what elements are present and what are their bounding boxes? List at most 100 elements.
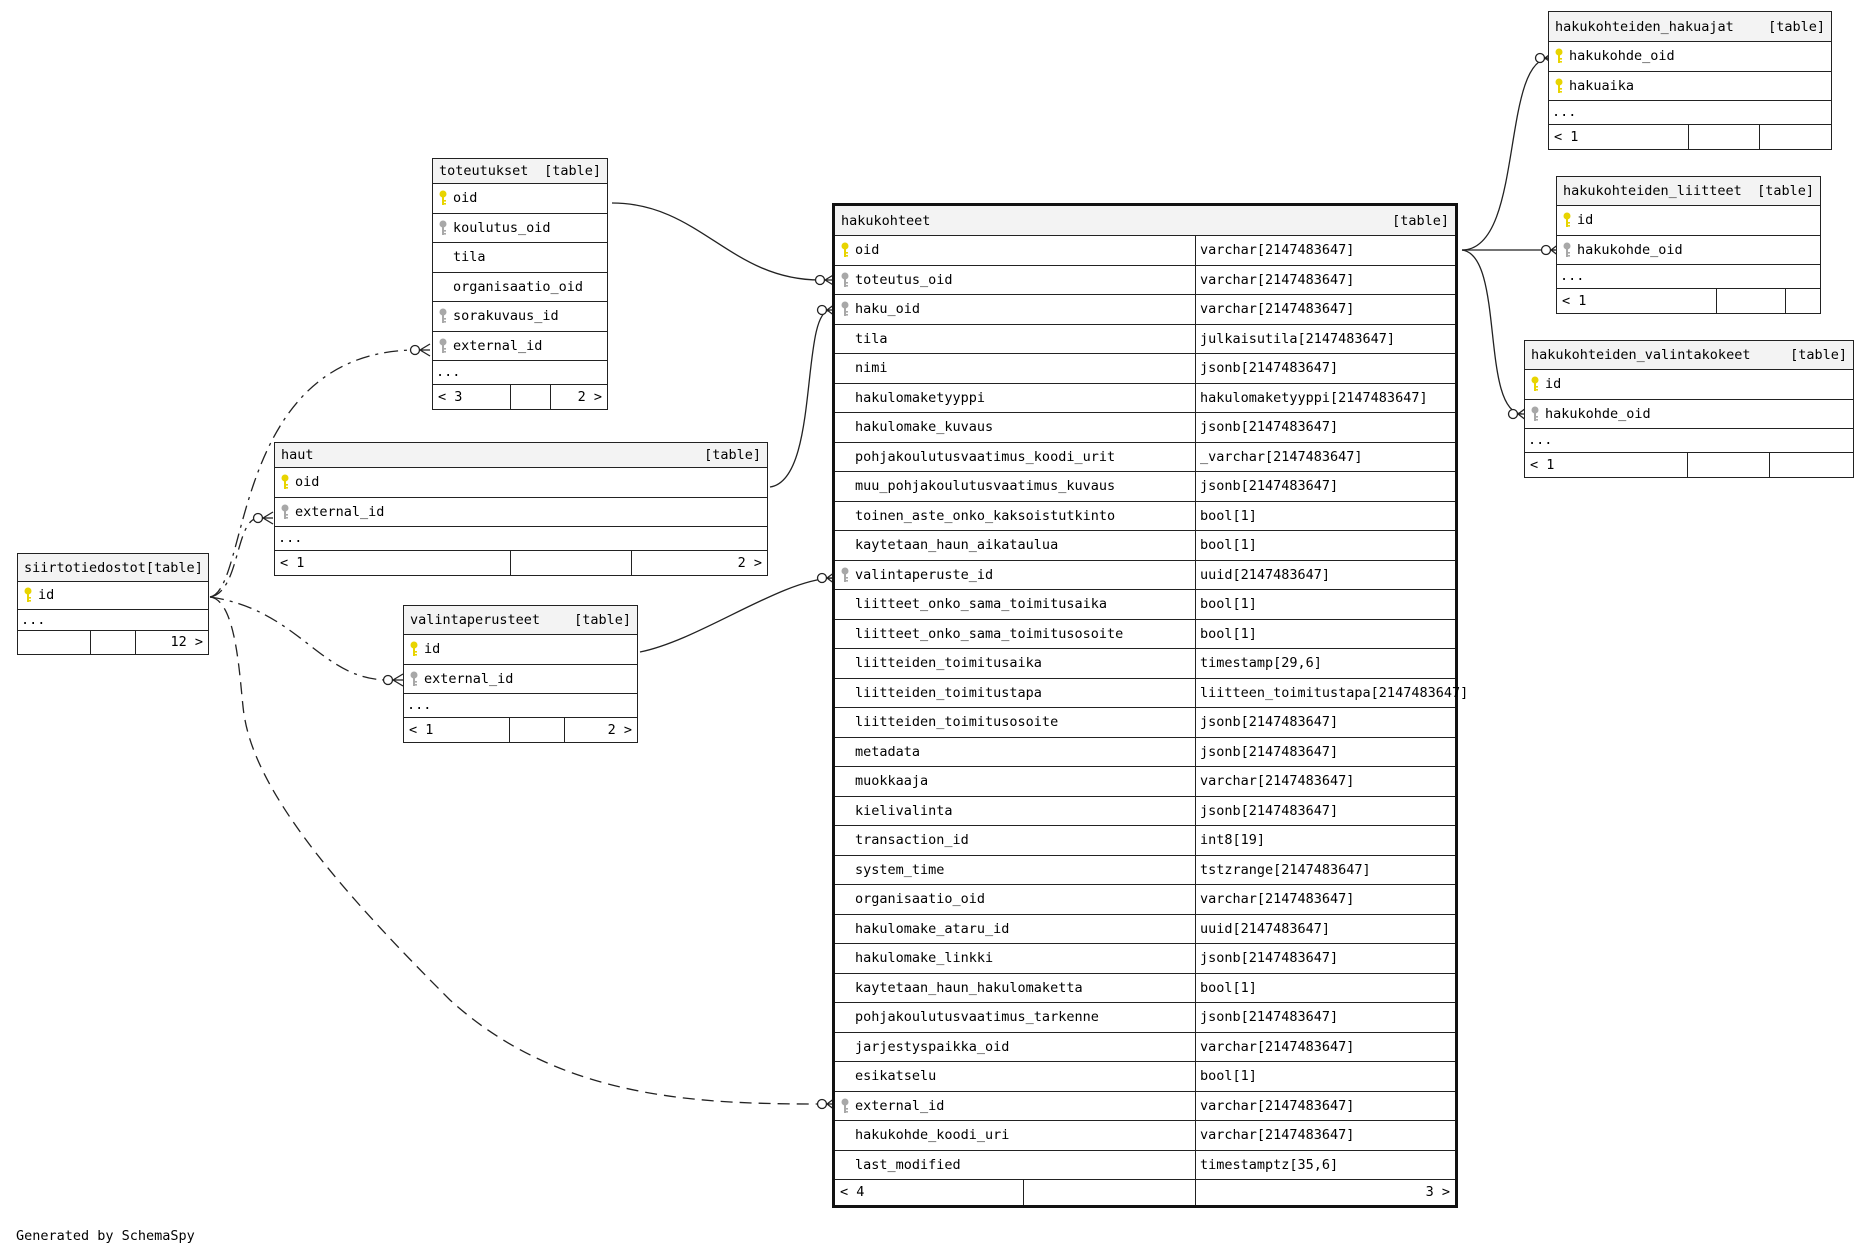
more-columns-row[interactable]: ... (404, 694, 637, 718)
row-count[interactable] (510, 550, 631, 575)
children-count[interactable]: 2 > (630, 550, 767, 575)
column-row[interactable]: hakuaika (1549, 72, 1831, 101)
column-row[interactable]: organisaatio_oid (433, 273, 607, 302)
children-count[interactable]: 3 > (1194, 1180, 1455, 1205)
primary-key-icon (835, 242, 855, 258)
children-count[interactable] (1785, 288, 1820, 313)
column-row[interactable]: sorakuvaus_id (433, 302, 607, 332)
column-name: tila (453, 249, 486, 266)
more-columns-row[interactable]: ... (433, 361, 607, 385)
children-count[interactable] (1769, 452, 1853, 477)
more-columns-row[interactable]: ... (1549, 101, 1831, 125)
row-count[interactable] (510, 384, 550, 409)
column-row[interactable]: tila (433, 243, 607, 273)
more-columns-row[interactable]: ... (18, 610, 208, 631)
table-type-tag: [table] (1392, 212, 1449, 229)
column-row[interactable]: id (1525, 370, 1853, 400)
column-row[interactable]: external_id (275, 498, 767, 527)
more-columns-row[interactable]: ... (1557, 265, 1820, 289)
table-name: valintaperusteet (410, 612, 541, 628)
row-count[interactable] (1023, 1180, 1194, 1205)
column-row[interactable]: oid (433, 184, 607, 214)
children-count[interactable]: 2 > (563, 717, 637, 742)
row-count[interactable] (1715, 288, 1786, 313)
parents-count[interactable]: < 3 (438, 388, 463, 405)
children-count[interactable] (1759, 124, 1831, 149)
row-count[interactable] (1686, 452, 1770, 477)
children-count[interactable]: 2 > (549, 384, 607, 409)
column-row[interactable]: hakukohde_oid (1557, 236, 1820, 265)
parents-count[interactable]: < 1 (280, 554, 305, 571)
column-row[interactable]: external_id (433, 332, 607, 361)
column-row[interactable]: hakukohde_oid (1549, 42, 1831, 72)
table-hakukohteiden-hakuajat[interactable]: hakukohteiden_hakuajat[table]hakukohde_o… (1548, 11, 1832, 150)
column-name: hakukohde_oid (1545, 405, 1651, 422)
parents-count[interactable] (18, 631, 90, 654)
column-row[interactable]: id (404, 635, 637, 665)
table-footer: 12 > (18, 631, 208, 654)
table-siirtotiedostot[interactable]: siirtotiedostot[table]id...12 > (17, 553, 209, 655)
more-columns-row[interactable]: ... (1525, 429, 1853, 453)
row-count[interactable] (509, 717, 564, 742)
column-row[interactable]: oid (275, 468, 767, 498)
column-row[interactable]: external_id (404, 665, 637, 694)
column-row[interactable]: koulutus_oid (433, 214, 607, 243)
column-type: liitteen_toimitustapa[2147483647] (1195, 678, 1468, 707)
parents-count[interactable]: < 1 (1530, 456, 1555, 473)
column-row[interactable]: id (18, 582, 208, 610)
column-row[interactable]: hakukohde_oid (1525, 400, 1853, 429)
children-count[interactable]: 12 > (134, 631, 208, 654)
parents-count[interactable]: < 1 (1562, 292, 1587, 309)
more-columns-row[interactable]: ... (275, 527, 767, 551)
column-name: liitteet_onko_sama_toimitusosoite (855, 625, 1124, 642)
column-type: varchar[2147483647] (1195, 265, 1455, 294)
primary-key-icon (404, 641, 424, 657)
table-footer: < 1 (1557, 288, 1820, 313)
row-count[interactable] (1687, 124, 1760, 149)
relation-siirtotiedostot-toteutukset (209, 349, 416, 598)
column-row[interactable]: id (1557, 206, 1820, 236)
row-count[interactable] (90, 631, 135, 654)
parents-count[interactable]: < 4 (840, 1184, 865, 1201)
column-row[interactable]: pohjakoulutusvaatimus_koodi_urit_varchar… (835, 442, 1455, 472)
parents-count[interactable]: < 1 (1554, 128, 1579, 145)
parents-count[interactable]: < 1 (409, 721, 434, 738)
